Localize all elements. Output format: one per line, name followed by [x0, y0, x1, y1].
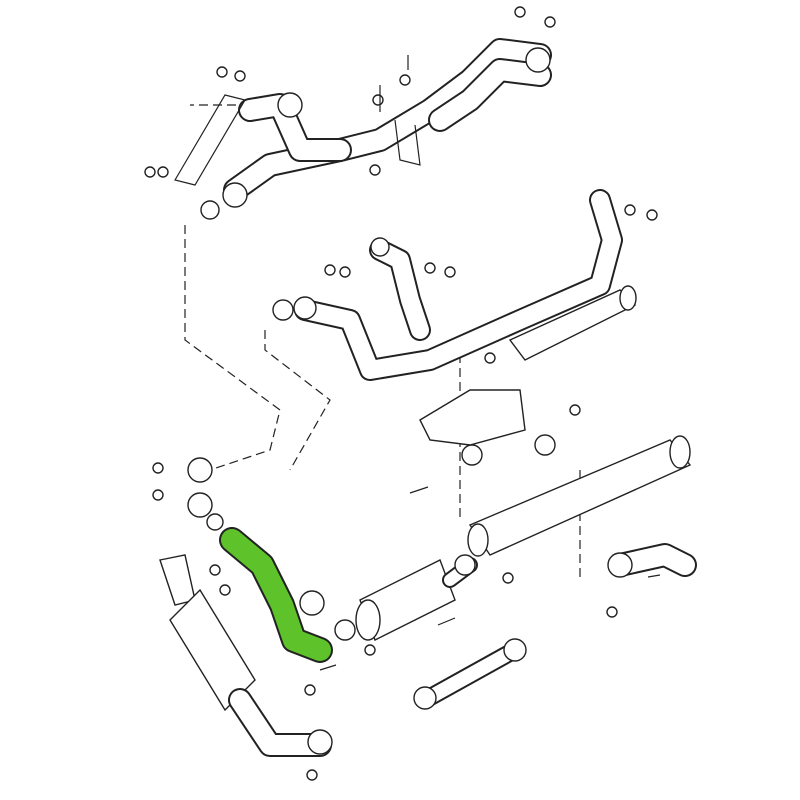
pipe-clamp [206, 513, 224, 531]
highlighted-front-pipe[interactable] [206, 513, 333, 663]
tailpipe [607, 543, 697, 578]
front-catalytic-converter [159, 554, 333, 757]
rear-muffler [467, 435, 692, 557]
mounting-bracket [419, 389, 526, 446]
center-catalytic-converter [334, 554, 478, 641]
connecting-pipe [413, 638, 527, 710]
heat-exchanger-assembly [174, 38, 552, 202]
gaskets-and-flanges [187, 47, 556, 616]
bolts-and-nuts [144, 6, 661, 781]
crossover-pipe-assembly [294, 189, 637, 446]
